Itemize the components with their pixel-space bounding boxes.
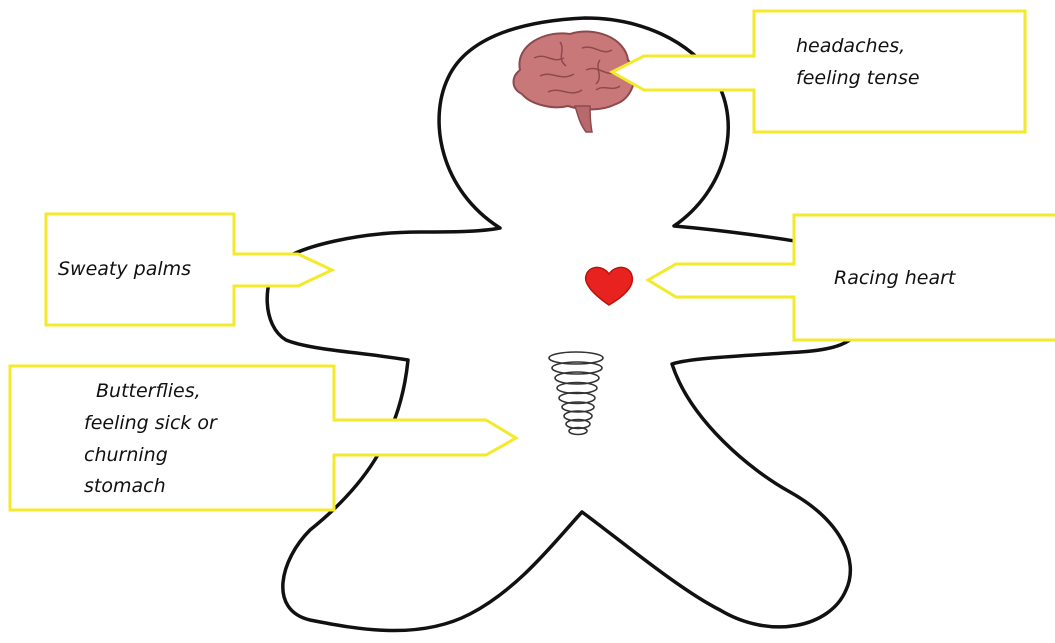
callout-hands-text: Sweaty palms (58, 258, 191, 280)
callout-heart-line-1: Racing heart (834, 267, 957, 289)
callout-stomach-line-3: churning (84, 444, 168, 466)
callout-head-line-2: feeling tense (796, 67, 920, 89)
callout-hands-line-1: Sweaty palms (58, 258, 191, 280)
callout-stomach-line-2: feeling sick or (84, 412, 218, 434)
callout-stomach-line-4: stomach (84, 475, 166, 497)
callout-stomach-line-1: Butterflies, (96, 380, 201, 402)
callout-heart-text: Racing heart (834, 267, 957, 289)
callout-head-line-1: headaches, (796, 35, 905, 57)
